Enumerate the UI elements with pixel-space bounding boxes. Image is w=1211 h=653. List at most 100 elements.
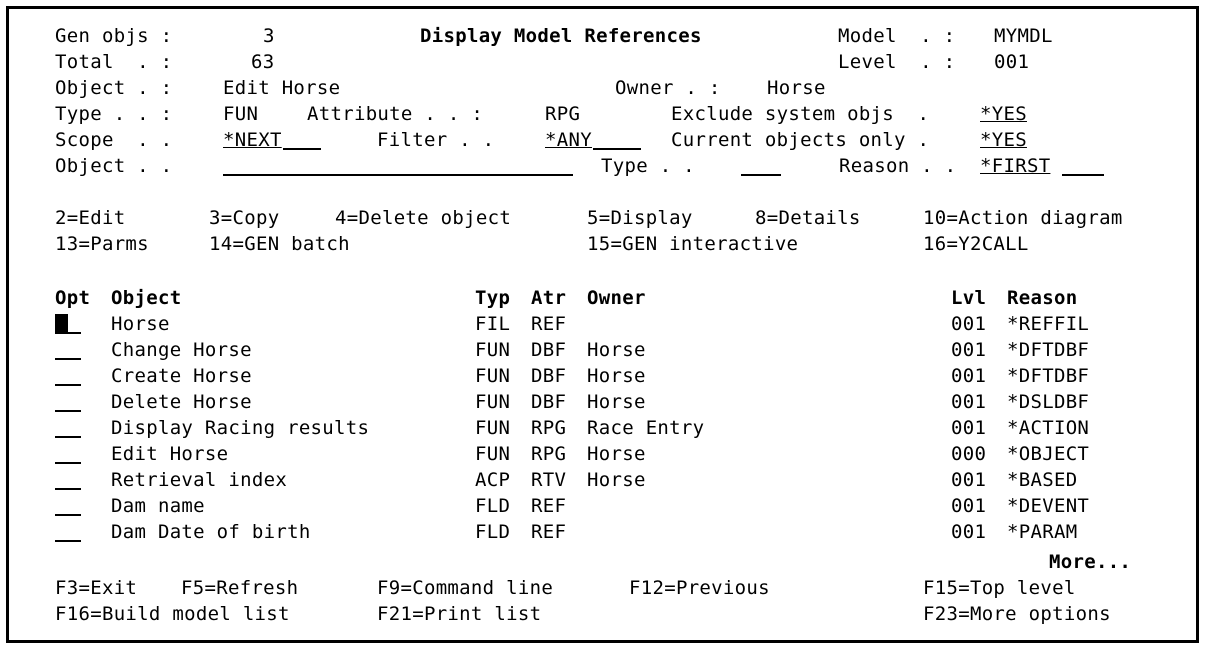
- row-owner: Horse: [587, 391, 646, 413]
- row-type: ACP: [475, 469, 511, 491]
- type-position-underline: [741, 174, 781, 176]
- text-cursor: [55, 314, 68, 333]
- total-value: 63: [251, 51, 275, 73]
- option-edit: 2=Edit: [55, 207, 126, 229]
- owner-label: Owner . :: [615, 77, 721, 99]
- row-object: Create Horse: [111, 365, 252, 387]
- object-value: Edit Horse: [223, 77, 341, 99]
- row-reason: *DFTDBF: [1007, 339, 1090, 361]
- fkey-top-level[interactable]: F15=Top level: [923, 577, 1076, 599]
- row-option-underline: [55, 358, 81, 360]
- row-option-underline: [55, 462, 81, 464]
- row-option-underline: [55, 332, 81, 334]
- model-label: Model . :: [838, 25, 956, 47]
- type-label: Type . . :: [55, 103, 173, 125]
- fkey-command-line[interactable]: F9=Command line: [377, 577, 554, 599]
- row-attribute: DBF: [531, 391, 567, 413]
- type-position-label: Type . .: [601, 155, 695, 177]
- row-reason: *OBJECT: [1007, 443, 1090, 465]
- col-header-reason: Reason: [1007, 287, 1078, 309]
- row-owner: Horse: [587, 365, 646, 387]
- reason-label: Reason . .: [839, 155, 957, 177]
- gen-objs-label: Gen objs :: [55, 25, 173, 47]
- gen-objs-value: 3: [263, 25, 275, 47]
- row-owner: Horse: [587, 339, 646, 361]
- scope-field-underline: [283, 148, 321, 150]
- filter-field[interactable]: *ANY: [545, 129, 592, 151]
- row-attribute: RTV: [531, 469, 567, 491]
- level-value: 001: [994, 51, 1030, 73]
- reason-field[interactable]: *FIRST: [980, 155, 1051, 177]
- attribute-value: RPG: [545, 103, 581, 125]
- row-object: Dam name: [111, 495, 205, 517]
- scope-field[interactable]: *NEXT: [223, 129, 282, 151]
- col-header-typ: Typ: [475, 287, 511, 309]
- row-reason: *DEVENT: [1007, 495, 1090, 517]
- option-parms: 13=Parms: [55, 233, 149, 255]
- row-reason: *DFTDBF: [1007, 365, 1090, 387]
- row-reason: *REFFIL: [1007, 313, 1090, 335]
- row-object: Display Racing results: [111, 417, 370, 439]
- row-attribute: DBF: [531, 339, 567, 361]
- screen-title: Display Model References: [420, 25, 702, 47]
- object-label: Object . :: [55, 77, 173, 99]
- option-y2call: 16=Y2CALL: [923, 233, 1029, 255]
- row-attribute: REF: [531, 495, 567, 517]
- row-type: FUN: [475, 443, 511, 465]
- exclude-system-field[interactable]: *YES: [980, 103, 1027, 125]
- row-attribute: REF: [531, 521, 567, 543]
- row-object: Delete Horse: [111, 391, 252, 413]
- fkey-build-model-list[interactable]: F16=Build model list: [55, 603, 290, 625]
- owner-value: Horse: [767, 77, 826, 99]
- col-header-object: Object: [111, 287, 182, 309]
- row-type: FLD: [475, 495, 511, 517]
- total-label: Total . :: [55, 51, 173, 73]
- row-level: 001: [951, 391, 987, 413]
- row-option-underline: [55, 488, 81, 490]
- option-gen-interactive: 15=GEN interactive: [587, 233, 799, 255]
- option-display: 5=Display: [587, 207, 693, 229]
- col-header-opt: Opt: [55, 287, 91, 309]
- col-header-atr: Atr: [531, 287, 567, 309]
- fkey-print-list[interactable]: F21=Print list: [377, 603, 542, 625]
- current-objects-field[interactable]: *YES: [980, 129, 1027, 151]
- row-level: 001: [951, 365, 987, 387]
- option-action-diagram: 10=Action diagram: [923, 207, 1123, 229]
- row-owner: Horse: [587, 469, 646, 491]
- object-position-label: Object . .: [55, 155, 173, 177]
- filter-field-underline: [593, 148, 641, 150]
- object-position-underline: [223, 174, 573, 176]
- fkey-refresh[interactable]: F5=Refresh: [181, 577, 299, 599]
- row-type: FLD: [475, 521, 511, 543]
- row-object: Change Horse: [111, 339, 252, 361]
- type-value: FUN: [223, 103, 259, 125]
- row-level: 001: [951, 521, 987, 543]
- option-delete: 4=Delete object: [335, 207, 512, 229]
- option-copy: 3=Copy: [209, 207, 280, 229]
- fkey-exit[interactable]: F3=Exit: [55, 577, 138, 599]
- row-option-underline: [55, 436, 81, 438]
- filter-label: Filter . .: [377, 129, 495, 151]
- fkey-more-options[interactable]: F23=More options: [923, 603, 1111, 625]
- model-value: MYMDL: [994, 25, 1053, 47]
- row-type: FUN: [475, 417, 511, 439]
- row-level: 000: [951, 443, 987, 465]
- row-attribute: RPG: [531, 417, 567, 439]
- level-label: Level . :: [838, 51, 956, 73]
- reason-field-underline: [1062, 174, 1104, 176]
- row-level: 001: [951, 339, 987, 361]
- more-indicator: More...: [1049, 551, 1132, 573]
- row-reason: *PARAM: [1007, 521, 1078, 543]
- row-attribute: DBF: [531, 365, 567, 387]
- col-header-owner: Owner: [587, 287, 646, 309]
- row-owner: Race Entry: [587, 417, 705, 439]
- row-type: FUN: [475, 339, 511, 361]
- row-option-underline: [55, 410, 81, 412]
- row-object: Retrieval index: [111, 469, 288, 491]
- row-level: 001: [951, 469, 987, 491]
- row-type: FIL: [475, 313, 511, 335]
- row-owner: Horse: [587, 443, 646, 465]
- option-gen-batch: 14=GEN batch: [209, 233, 350, 255]
- row-reason: *BASED: [1007, 469, 1078, 491]
- fkey-previous[interactable]: F12=Previous: [629, 577, 770, 599]
